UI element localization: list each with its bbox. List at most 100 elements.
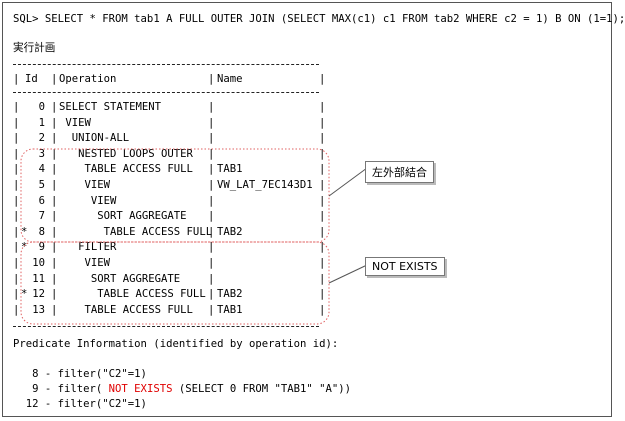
column-divider: | xyxy=(208,272,215,285)
table-row: |7| SORT AGGREGATE|| xyxy=(13,210,326,223)
column-divider: | xyxy=(51,210,58,223)
row-id: 11 xyxy=(32,272,45,285)
row-operation: TABLE ACCESS FULL xyxy=(59,163,193,176)
predicate-12: 12 - filter("C2"=1) xyxy=(13,398,147,410)
column-divider: | xyxy=(319,303,326,316)
column-divider: | xyxy=(319,132,326,145)
not-exists-callout-pointer xyxy=(328,264,368,284)
column-divider: | xyxy=(319,272,326,285)
column-divider: | xyxy=(208,147,215,160)
row-name: TAB2 xyxy=(217,225,243,238)
row-operation: FILTER xyxy=(59,241,117,254)
column-divider: | xyxy=(13,147,20,160)
column-divider: | xyxy=(13,303,20,316)
header-name: Name xyxy=(217,73,243,85)
row-operation: SORT AGGREGATE xyxy=(59,272,181,285)
column-divider: | xyxy=(208,73,215,85)
row-id: 0 xyxy=(38,101,45,113)
plan-header-row: | Id | Operation | Name | xyxy=(13,73,326,86)
predicate-9-suffix: (SELECT 0 FROM "TAB1" "A")) xyxy=(172,383,352,395)
not-exists-highlight-box xyxy=(20,241,330,325)
column-divider: | xyxy=(208,163,215,176)
predicate-marker: * xyxy=(21,288,28,301)
predicate-9: 9 - filter( NOT EXISTS (SELECT 0 FROM "T… xyxy=(13,383,351,396)
row-id: 7 xyxy=(38,210,45,223)
row-id: 8 xyxy=(38,225,45,238)
column-divider: | xyxy=(13,101,20,113)
header-id: Id xyxy=(25,73,38,85)
column-divider: | xyxy=(51,194,58,207)
row-id: 1 xyxy=(38,116,45,129)
column-divider: | xyxy=(319,73,326,85)
annotation-overlay xyxy=(20,148,368,325)
row-operation: VIEW xyxy=(59,116,91,129)
row-operation: NESTED LOOPS OUTER xyxy=(59,147,193,160)
column-divider: | xyxy=(319,163,326,176)
row-operation: TABLE ACCESS FULL xyxy=(59,225,213,238)
predicate-8: 8 - filter("C2"=1) xyxy=(13,368,147,380)
row-id: 2 xyxy=(38,132,45,145)
column-divider: | xyxy=(13,210,20,223)
table-separator xyxy=(13,326,319,327)
column-divider: | xyxy=(319,210,326,223)
column-divider: | xyxy=(319,194,326,207)
column-divider: | xyxy=(51,241,58,254)
row-id: 4 xyxy=(38,163,45,176)
column-divider: | xyxy=(51,116,58,129)
column-divider: | xyxy=(208,132,215,145)
column-divider: | xyxy=(13,116,20,129)
table-row: |0|SELECT STATEMENT|| xyxy=(13,101,326,114)
table-row: |6| VIEW|| xyxy=(13,194,326,208)
column-divider: | xyxy=(51,225,58,238)
row-name: VW_LAT_7EC143D1 xyxy=(217,179,313,191)
predicate-9-highlight: NOT EXISTS xyxy=(108,383,173,395)
column-divider: | xyxy=(51,101,58,113)
plan-title: 実行計画 xyxy=(13,42,56,54)
row-operation: SELECT STATEMENT xyxy=(59,101,162,113)
column-divider: | xyxy=(208,210,215,223)
table-row: |*8| TABLE ACCESS FULL|TAB2| xyxy=(13,225,325,239)
table-row: |13| TABLE ACCESS FULL|TAB1| xyxy=(13,303,326,317)
row-operation: SORT AGGREGATE xyxy=(59,210,187,223)
column-divider: | xyxy=(51,272,58,285)
row-operation: VIEW xyxy=(59,179,111,191)
table-row: |1| VIEW|| xyxy=(13,116,326,130)
table-row: |11| SORT AGGREGATE|| xyxy=(13,272,326,286)
row-id: 12 xyxy=(32,288,45,301)
table-separator xyxy=(13,92,319,93)
column-divider: | xyxy=(208,101,215,113)
column-divider: | xyxy=(208,288,215,301)
column-divider: | xyxy=(13,257,20,269)
column-divider: | xyxy=(319,101,326,113)
column-divider: | xyxy=(13,132,20,145)
row-id: 6 xyxy=(38,194,45,207)
outer-join-callout-pointer xyxy=(328,167,368,197)
column-divider: | xyxy=(208,303,215,316)
predicate-marker: * xyxy=(21,241,28,254)
row-operation: UNION-ALL xyxy=(59,132,130,145)
column-divider: | xyxy=(51,257,58,269)
row-name: TAB1 xyxy=(217,163,243,176)
column-divider: | xyxy=(13,179,20,191)
row-name: TAB2 xyxy=(217,288,243,301)
row-operation: TABLE ACCESS FULL xyxy=(59,303,193,316)
table-row: |3| NESTED LOOPS OUTER|| xyxy=(13,147,326,161)
column-divider: | xyxy=(208,179,215,191)
column-divider: | xyxy=(51,179,58,191)
column-divider: | xyxy=(319,179,326,191)
row-id: 9 xyxy=(38,241,45,254)
column-divider: | xyxy=(319,147,326,160)
outer-join-callout: 左外部結合 xyxy=(365,161,434,183)
row-id: 10 xyxy=(32,257,45,269)
column-divider: | xyxy=(13,194,20,207)
not-exists-callout: NOT EXISTS xyxy=(365,257,445,276)
column-divider: | xyxy=(13,241,20,254)
table-separator xyxy=(13,64,319,65)
predicate-marker: * xyxy=(21,225,28,238)
column-divider: | xyxy=(13,73,20,85)
column-divider: | xyxy=(13,272,20,285)
column-divider: | xyxy=(319,116,326,129)
column-divider: | xyxy=(208,194,215,207)
column-divider: | xyxy=(208,116,215,129)
